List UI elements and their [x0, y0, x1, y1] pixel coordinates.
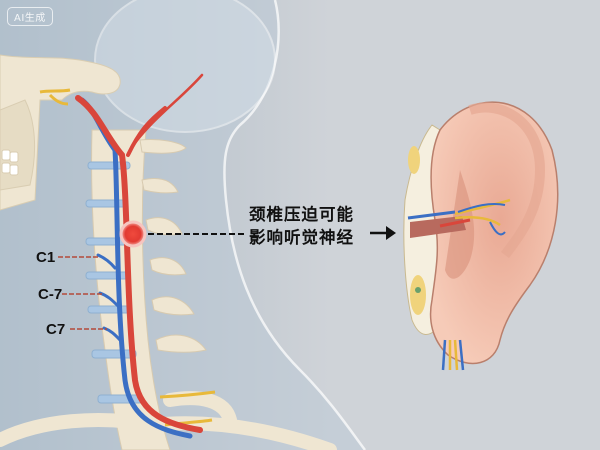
vertebra-label-c1: C1	[36, 249, 56, 266]
label-leaders	[58, 256, 107, 330]
arrow-right-icon	[370, 226, 396, 240]
ear-illustration	[403, 101, 559, 371]
compression-point-marker	[119, 220, 147, 248]
caption-line-2: 影响听觉神经	[249, 228, 354, 247]
skull-bones	[0, 54, 121, 211]
caption-line-1: 颈椎压迫可能	[249, 205, 354, 224]
vertebra-label-c7: C7	[46, 321, 66, 338]
skull-nerve	[39, 88, 71, 106]
ai-generated-watermark: AI生成	[7, 7, 53, 26]
vertebra-label-c-7: C-7	[38, 286, 63, 303]
blood-vessels	[75, 73, 204, 439]
caption-text: 颈椎压迫可能 影响听觉神经	[249, 203, 354, 249]
